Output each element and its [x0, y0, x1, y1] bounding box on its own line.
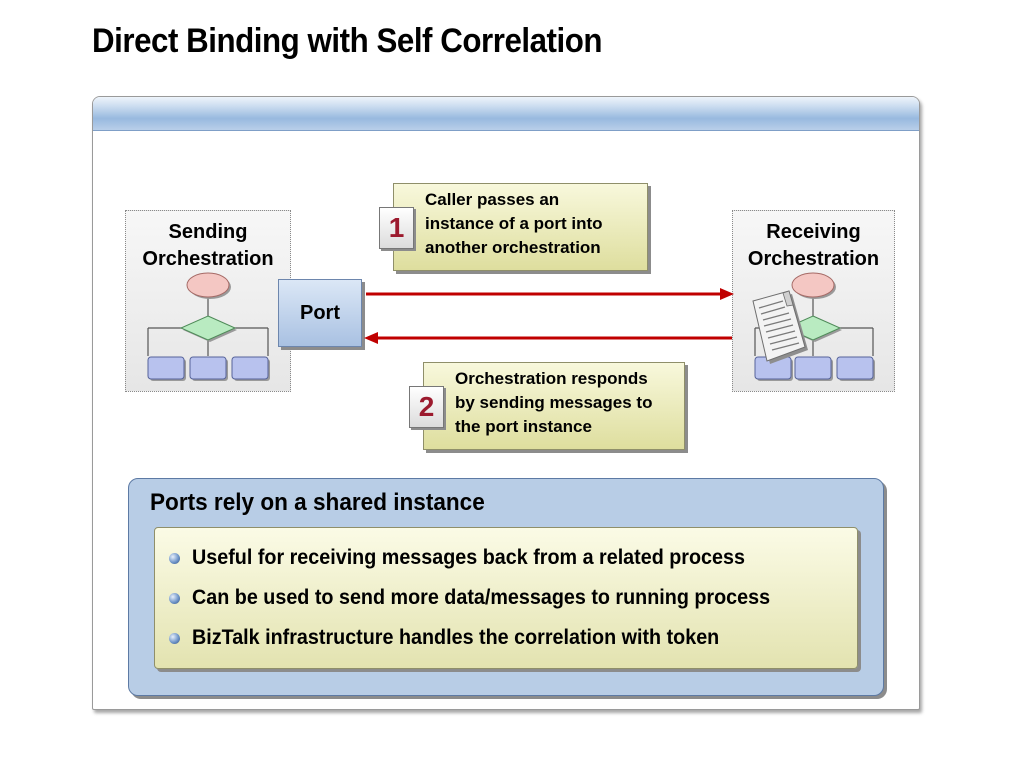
- callout-1-line2: instance of a port into: [425, 214, 603, 233]
- bullet-text: Can be used to send more data/messages t…: [192, 586, 771, 609]
- bullet-icon: [169, 632, 180, 644]
- sending-orchestration-box: Sending Orchestration: [125, 210, 291, 392]
- callout-1-line3: another orchestration: [425, 238, 601, 257]
- sending-orchestration-label: Sending Orchestration: [126, 219, 290, 273]
- step-badge-1: 1: [379, 207, 414, 249]
- shared-instance-panel: Ports rely on a shared instance Useful f…: [128, 478, 884, 696]
- sending-orchestration-label-line2: Orchestration: [142, 248, 274, 270]
- frame-header-bar: [93, 97, 919, 131]
- sending-orchestration-label-line1: Sending: [168, 221, 248, 243]
- bullet-icon: [169, 592, 180, 604]
- bullet-text: BizTalk infrastructure handles the corre…: [192, 626, 720, 649]
- slide-title: Direct Binding with Self Correlation: [92, 22, 603, 60]
- receiving-orchestration-label-line2: Orchestration: [747, 248, 880, 270]
- callout-step-1: Caller passes an instance of a port into…: [393, 183, 648, 271]
- callout-2-line3: the port instance: [455, 417, 592, 436]
- step-badge-2: 2: [409, 386, 444, 428]
- bullet-item: Useful for receiving messages back from …: [169, 546, 780, 570]
- bullet-item: BizTalk infrastructure handles the corre…: [169, 626, 753, 650]
- port-label: Port: [300, 301, 340, 324]
- receiving-orchestration-box: Receiving Orchestration: [732, 210, 895, 392]
- callout-2-line2: by sending messages to: [455, 393, 653, 412]
- receiving-flowchart-icon: [752, 272, 875, 381]
- callout-step-2: Orchestration responds by sending messag…: [423, 362, 685, 450]
- document-icon: [752, 290, 808, 364]
- bullet-list: Useful for receiving messages back from …: [154, 527, 858, 669]
- bullet-item: Can be used to send more data/messages t…: [169, 586, 807, 610]
- sending-flowchart-icon: [147, 272, 270, 381]
- receiving-orchestration-label-line1: Receiving: [766, 221, 861, 243]
- shared-instance-heading: Ports rely on a shared instance: [150, 489, 485, 516]
- receiving-orchestration-label: Receiving Orchestration: [733, 219, 894, 273]
- callout-1-line1: Caller passes an: [425, 190, 560, 209]
- bullet-text: Useful for receiving messages back from …: [192, 546, 745, 569]
- bullet-icon: [169, 552, 180, 564]
- port-box: Port: [278, 279, 362, 347]
- callout-2-line1: Orchestration responds: [455, 369, 648, 388]
